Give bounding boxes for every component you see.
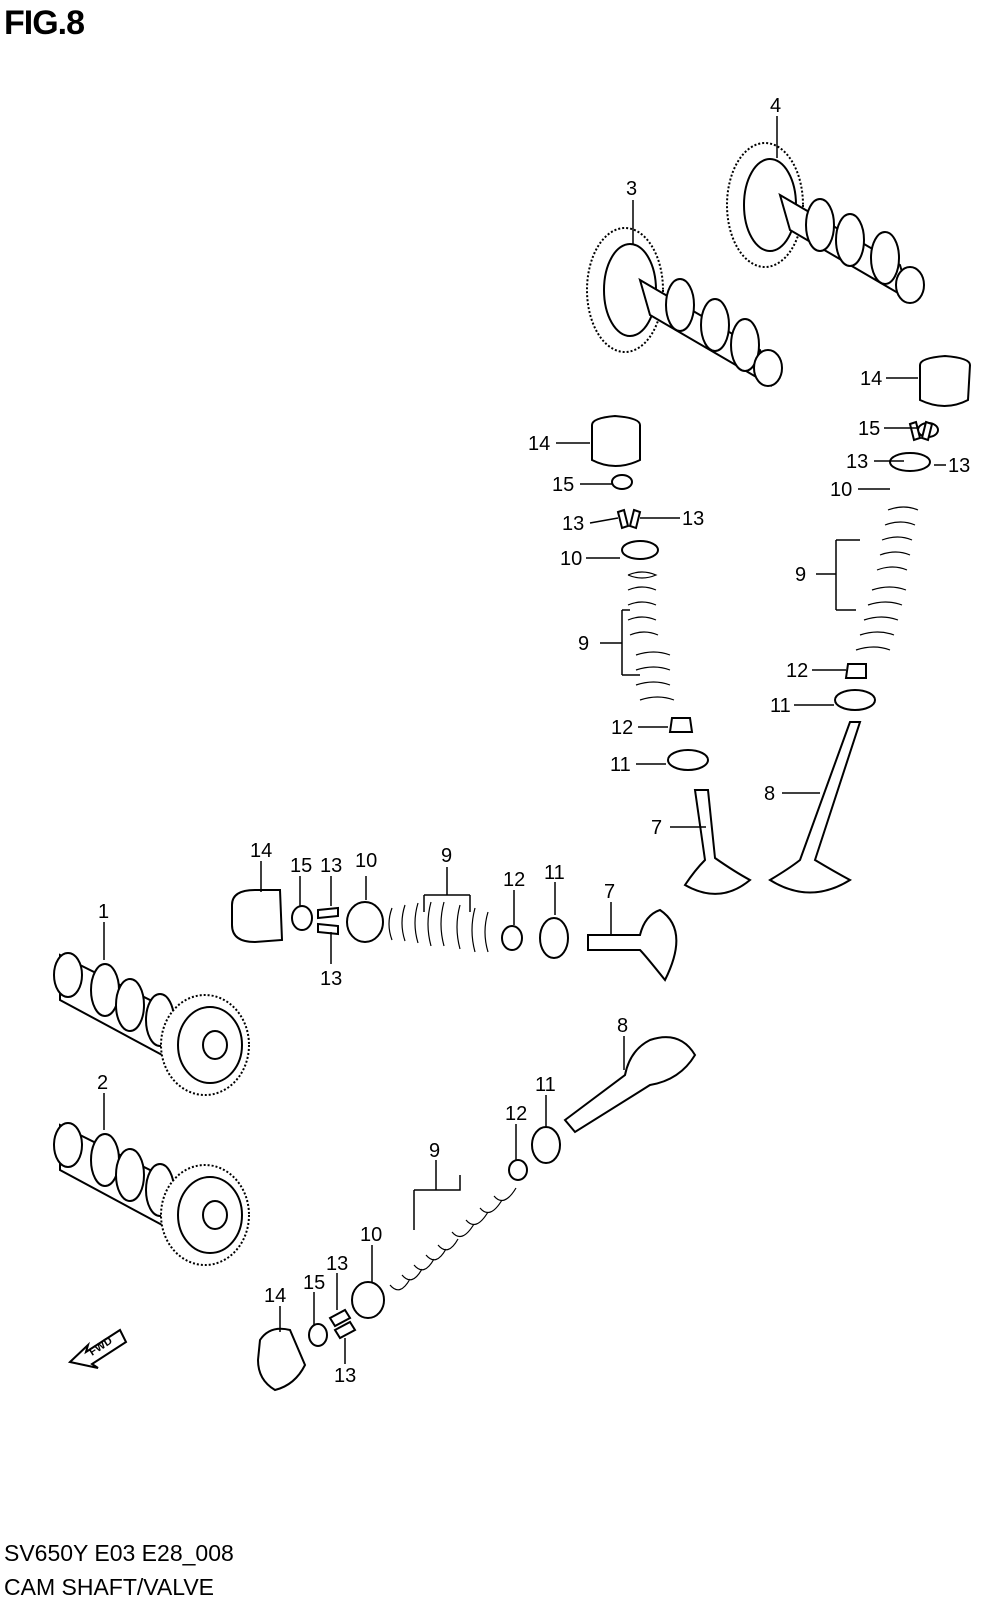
callout-7-upper-left: 7 (651, 817, 662, 839)
callout-9-lower: 9 (429, 1140, 440, 1162)
callout-13-upper-right-b: 13 (948, 455, 970, 477)
callout-2: 2 (97, 1072, 108, 1094)
callout-12-middle: 12 (503, 869, 525, 891)
callout-12-lower: 12 (505, 1103, 527, 1125)
callout-15-lower: 15 (303, 1272, 325, 1294)
callout-10-upper-left: 10 (560, 548, 582, 570)
callout-4: 4 (770, 95, 781, 117)
callout-13-upper-left-a: 13 (562, 513, 584, 535)
callout-9-upper-left: 9 (578, 633, 589, 655)
callout-14-lower: 14 (264, 1285, 286, 1307)
callout-10-lower: 10 (360, 1224, 382, 1246)
valve-assembly-upper-left (591, 414, 752, 895)
callout-9-upper-right: 9 (795, 564, 806, 586)
model-code: SV650Y E03 E28_008 (4, 1540, 234, 1566)
callout-15-middle: 15 (290, 855, 312, 877)
forward-direction-arrow: FWD (67, 1328, 128, 1369)
leader-lines (103, 116, 946, 1364)
valve-assembly-lower (256, 1036, 697, 1392)
callout-10-middle: 10 (355, 850, 377, 872)
callout-14-upper-right: 14 (860, 368, 882, 390)
callout-8-lower: 8 (617, 1015, 628, 1037)
callout-13-lower-b: 13 (334, 1365, 356, 1387)
callout-labels: 4 3 1 2 14 15 13 13 10 9 12 11 7 14 15 1… (97, 95, 970, 1387)
callout-9-middle: 9 (441, 845, 452, 867)
callout-14-middle: 14 (250, 840, 272, 862)
callout-11-upper-right: 11 (770, 695, 791, 717)
camshaft-3 (586, 227, 783, 388)
valve-assembly-horizontal-middle (231, 889, 678, 982)
callout-13-upper-left-b: 13 (682, 508, 704, 530)
callout-14-upper-left: 14 (528, 433, 550, 455)
callout-7-middle: 7 (604, 881, 615, 903)
callout-11-lower: 11 (535, 1074, 556, 1096)
figure-title: FIG.8 (4, 4, 85, 42)
callout-11-middle: 11 (544, 862, 565, 884)
valve-assembly-upper-right (768, 354, 972, 894)
callout-13-upper-right-a: 13 (846, 451, 868, 473)
callout-15-upper-left: 15 (552, 474, 574, 496)
callout-10-upper-right: 10 (830, 479, 852, 501)
callout-13-middle-b: 13 (320, 968, 342, 990)
callout-12-upper-left: 12 (611, 717, 633, 739)
callout-8-upper-right: 8 (764, 783, 775, 805)
callout-13-lower-a: 13 (326, 1253, 348, 1275)
camshaft-2 (53, 1122, 250, 1266)
camshaft-4 (726, 142, 925, 304)
camshaft-1 (53, 952, 250, 1096)
callout-11-upper-left: 11 (610, 754, 631, 776)
callout-12-upper-right: 12 (786, 660, 808, 682)
callout-15-upper-right: 15 (858, 418, 880, 440)
figure-caption: CAM SHAFT/VALVE (4, 1574, 215, 1600)
callout-13-middle-a: 13 (320, 855, 342, 877)
callout-1: 1 (98, 901, 109, 923)
callout-3: 3 (626, 178, 637, 200)
